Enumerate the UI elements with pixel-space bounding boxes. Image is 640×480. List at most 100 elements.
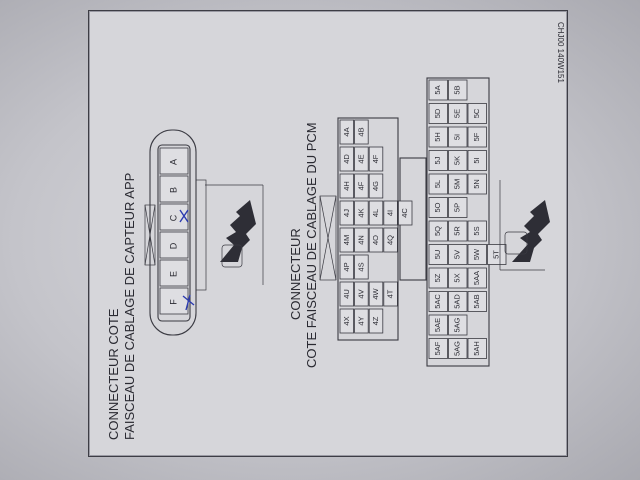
pcm-pin-label: 4A [342, 127, 351, 136]
pcm-pin-label: 5AH [472, 341, 481, 356]
app-pin-label: D [168, 242, 178, 249]
app-pin-label: B [168, 187, 178, 193]
pcm-pin-label: 5W [472, 248, 481, 260]
pcm-pin-label: 5I [453, 134, 462, 140]
pcm-pin-label: 4K [356, 208, 365, 217]
pcm-pin-cell [448, 173, 468, 195]
pcm-pin-label: 5AC [433, 294, 442, 309]
pin-c-mark [179, 209, 189, 223]
pcm-pin-cell [448, 291, 468, 312]
app-pin-cell [159, 231, 189, 259]
pcm-pin-label: 5J [433, 156, 442, 164]
pcm-pin-cell [368, 227, 384, 253]
pcm-pin-cell [467, 173, 487, 195]
pcm-pin-label: 5D [433, 108, 442, 118]
pcm-pin-cell [448, 267, 468, 289]
app-pin-label: E [168, 271, 178, 277]
pcm-pin-cell [448, 314, 468, 336]
pcm-pin-label: 4U [342, 289, 351, 299]
pcm-pin-cell [448, 79, 468, 101]
pcm-pin-label: 4S [356, 262, 365, 271]
pcm-pin-label: 5L [433, 180, 442, 188]
pcm-pin-cell [354, 254, 369, 280]
pcm-connector-title-line1: CONNECTEUR [288, 228, 303, 320]
pcm-pin-cell [467, 291, 487, 312]
pcm-pin-label: 4Y [356, 316, 365, 325]
pcm-pin-cell [428, 126, 448, 148]
pcm-pin-cell [354, 200, 369, 226]
app-pin-label: F [168, 299, 178, 305]
pcm-pin-cell [448, 244, 468, 265]
pcm-pin-label: 5O [433, 202, 442, 212]
pcm-pin-cell [383, 281, 398, 307]
pcm-pin-label: 4Q [386, 235, 395, 245]
pcm-pin-label: 5AE [433, 318, 442, 332]
pcm-pin-label: 5N [472, 179, 481, 189]
pcm-pin-cell [448, 103, 468, 124]
app-connector-title-line1: CONNECTEUR COTE [106, 308, 121, 440]
pcm-pin-label: 5AA [472, 271, 481, 285]
pcm-pin-label: 5U [433, 250, 442, 260]
pcm-pin-label: 5AG [453, 341, 462, 356]
pcm-pin-cell [428, 267, 448, 289]
pcm-pin-label: 4J [342, 209, 351, 217]
pcm-pin-label: 4O [371, 235, 380, 245]
hand-probe-icon [205, 184, 264, 285]
pcm-pin-cell [467, 220, 487, 242]
pcm-pin-label: 4D [342, 154, 351, 164]
pcm-pin-cell [467, 338, 487, 359]
pcm-pin-label: 5C [472, 108, 481, 118]
pcm-pin-cell [339, 281, 355, 307]
pcm-pin-label: 4F [371, 154, 380, 163]
pcm-pin-cell [448, 126, 468, 148]
pcm-pin-cell [368, 173, 384, 199]
pcm-pin-label: 5I [472, 157, 481, 163]
app-connector-title-line2: FAISCEAU DE CABLAGE DE CAPTEUR APP [122, 173, 137, 440]
pcm-pin-label: 4E [356, 154, 365, 163]
pcm-pin-label: 5T [492, 250, 501, 259]
pcm-pin-cell [383, 200, 398, 226]
pcm-pin-label: 5Z [433, 273, 442, 282]
pcm-pin-cell [339, 119, 355, 145]
pcm-pin-label: 4F [356, 181, 365, 190]
pcm-pin-label: 4L [371, 209, 380, 217]
pcm-pin-cell [428, 220, 448, 242]
pcm-pin-label: 5P [453, 203, 462, 212]
pcm-pin-label: 4V [356, 289, 365, 298]
pcm-pin-cell [467, 244, 487, 265]
pcm-pin-cell [383, 227, 398, 253]
app-pin-cell [159, 287, 189, 315]
pcm-connector-title-line2: COTE FAISCEAU DE CABLAGE DU PCM [304, 122, 319, 368]
pcm-pin-cell [428, 314, 448, 336]
pcm-pin-cell [339, 308, 355, 334]
pcm-pin-cell [428, 197, 448, 218]
pcm-pin-cell [428, 150, 448, 171]
pcm-pin-cell [368, 308, 384, 334]
pcm-pin-cell [339, 227, 355, 253]
pcm-pin-label: 5AD [453, 294, 462, 309]
pcm-hand-probe-icon [499, 180, 550, 271]
pcm-pin-cell [354, 308, 369, 334]
app-pin-cell [159, 147, 189, 175]
pcm-pin-cell [339, 254, 355, 280]
pcm-pin-cell [448, 220, 468, 242]
pcm-pin-label: 5V [453, 250, 462, 259]
pcm-pin-cell [368, 146, 384, 172]
pcm-pin-cell [354, 173, 369, 199]
pcm-pin-cell [428, 291, 448, 312]
pcm-pin-label: 4P [342, 262, 351, 271]
pcm-pin-label: 5AF [433, 341, 442, 355]
pcm-pin-label: 4W [371, 287, 380, 299]
pcm-pin-cell [339, 200, 355, 226]
pcm-pin-label: 5F [472, 132, 481, 141]
pcm-pin-label: 5E [453, 109, 462, 118]
pcm-pin-cell [467, 103, 487, 124]
pcm-pin-cell [354, 146, 369, 172]
app-pin-cell [159, 259, 189, 287]
app-pin-label: C [168, 214, 178, 221]
pcm-pin-cell [428, 173, 448, 195]
